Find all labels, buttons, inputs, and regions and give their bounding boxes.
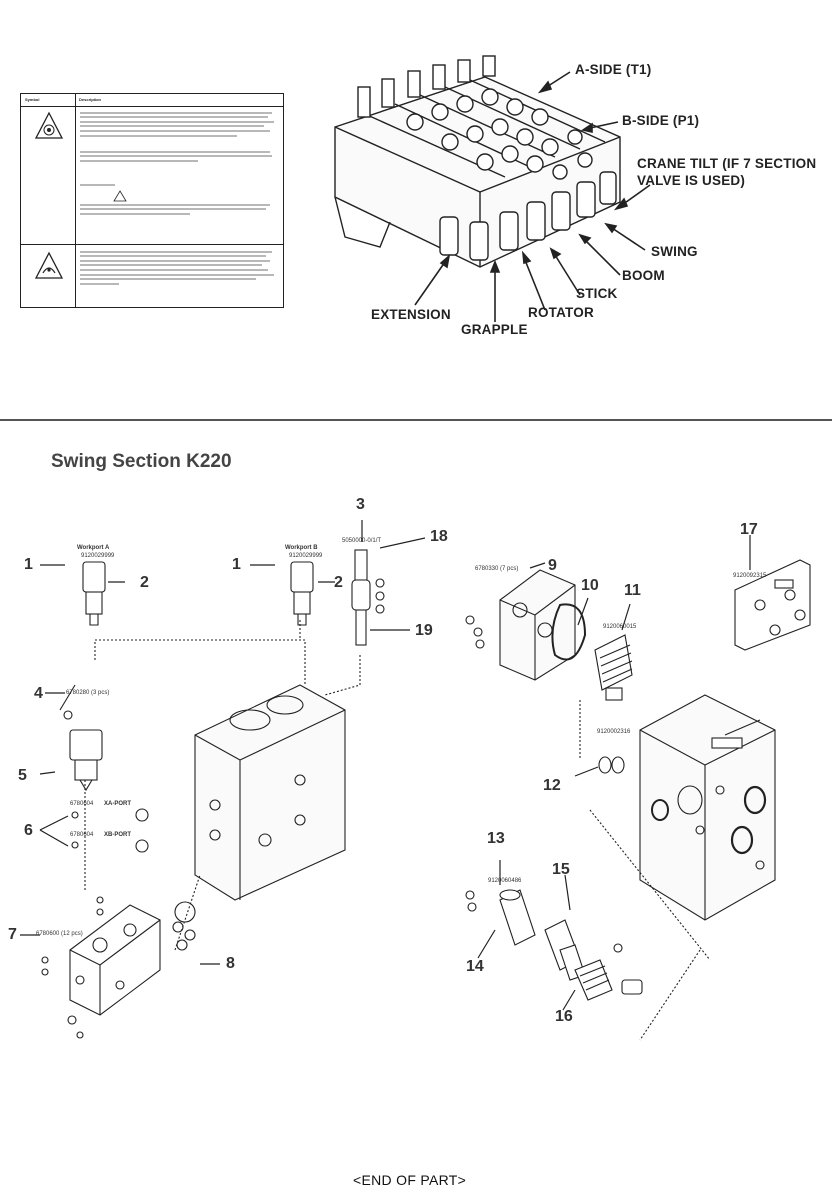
workport-a-label: Workport A (77, 545, 110, 551)
callout-2b: 2 (334, 574, 343, 591)
workport-b-partno: 9120029999 (289, 553, 323, 559)
section-divider (0, 419, 832, 421)
callout-15: 15 (552, 861, 570, 878)
callout-8: 8 (226, 955, 235, 972)
item-7-partno: 6780600 (12 pcs) (36, 931, 83, 937)
small-warning-icon (113, 190, 127, 202)
item-12-partno: 9120002316 (597, 729, 631, 735)
item-6b-partno: 6780604 (70, 832, 94, 838)
callout-10: 10 (581, 577, 599, 594)
label-swing: SWING (651, 244, 698, 259)
label-rotator: ROTATOR (528, 305, 594, 320)
callout-18: 18 (430, 528, 448, 545)
workport-b-label: Workport B (285, 545, 318, 551)
workport-a-partno: 9120029999 (81, 553, 115, 559)
item-11-partno: 9120060015 (603, 624, 637, 630)
label-crane-tilt-1: CRANE TILT (IF 7 SECTION (637, 156, 817, 171)
swing-section-exploded-view (20, 520, 811, 1041)
symbol-table: Symbol Description (20, 93, 284, 308)
xa-port-label: XA-PORT (104, 801, 131, 807)
callout-19: 19 (415, 622, 433, 639)
callout-5: 5 (18, 767, 27, 784)
callout-2a: 2 (140, 574, 149, 591)
pressure-warning-icon (34, 251, 64, 279)
label-boom: BOOM (622, 268, 665, 283)
callout-11: 11 (624, 582, 641, 599)
calibration-warning-icon (34, 111, 64, 139)
description-text-1 (80, 109, 276, 218)
section-title: Swing Section K220 (51, 451, 232, 472)
callout-7: 7 (8, 926, 17, 943)
label-grapple: GRAPPLE (461, 322, 528, 337)
item-3-partno: 5050000-0/1/T (342, 538, 382, 544)
symbol-header: Symbol (25, 97, 40, 102)
callout-3: 3 (356, 496, 365, 513)
callout-12: 12 (543, 777, 561, 794)
item-9-partno: 6780330 (7 pcs) (475, 566, 519, 572)
label-extension: EXTENSION (371, 307, 451, 322)
description-header: Description (79, 97, 102, 102)
label-stick: STICK (576, 286, 618, 301)
item-13-partno: 9120060486 (488, 878, 522, 884)
callout-1b: 1 (232, 556, 241, 573)
callout-13: 13 (487, 830, 505, 847)
item-4-partno: 6780280 (3 pcs) (66, 690, 110, 696)
callout-16: 16 (555, 1008, 573, 1025)
label-a-side: A-SIDE (T1) (575, 62, 652, 77)
end-of-part: <END OF PART> (353, 1172, 467, 1188)
item-6a-partno: 6780604 (70, 801, 94, 807)
callout-17: 17 (740, 521, 758, 538)
label-b-side: B-SIDE (P1) (622, 113, 700, 128)
callout-1a: 1 (24, 556, 33, 573)
symbol-table-header: Symbol Description (21, 94, 283, 107)
item-17-partno: 9120092315 (733, 573, 767, 579)
label-crane-tilt-2: VALVE IS USED) (637, 173, 746, 188)
control-valve-drawing (334, 55, 621, 268)
callout-9: 9 (548, 557, 557, 574)
xb-port-label: XB-PORT (104, 832, 131, 838)
description-text-2 (80, 248, 276, 287)
callout-6: 6 (24, 822, 33, 839)
callout-4: 4 (34, 685, 43, 702)
callout-14: 14 (466, 958, 484, 975)
valve-label-leaders (414, 71, 651, 322)
